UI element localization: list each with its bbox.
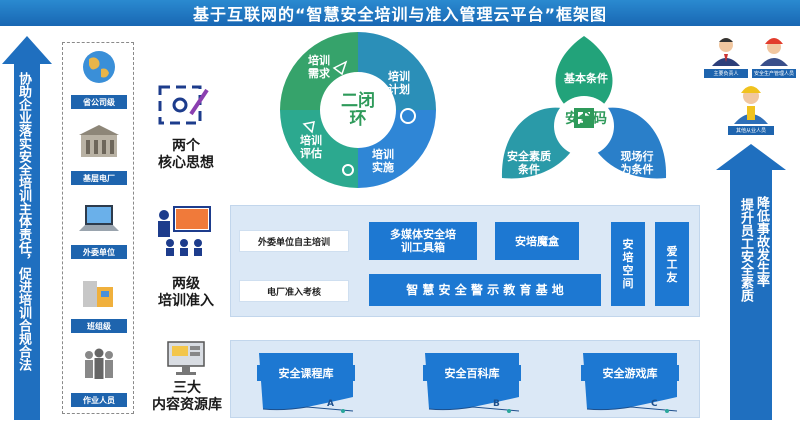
office-icon [83,281,113,307]
self-training-tag: 外委单位自主培训 [239,230,349,252]
monitor-icon [167,341,205,375]
cycle-label-implement: 培训实施 [372,148,394,174]
role-label-manager: 主要负责人 [704,69,748,78]
closed-loop-diagram [280,32,436,188]
resources-label-line1: 三大 [173,380,201,396]
toolbox-label: 多媒体安全培训工具箱 [390,228,456,254]
library-c-shape [583,353,678,413]
core-thought-label: 两个 核心思想 [148,138,224,172]
organization-levels: 省公司级 基层电厂 外委单位 班组级 作业人员 [62,42,134,414]
level-label: 外委单位 [71,245,127,259]
library-letter-c: C [651,399,658,409]
resources-panel: 安全课程库 A 安全百科库 B 安全游戏库 C [230,340,700,418]
left-up-arrow [2,36,52,420]
resources-label-line2: 内容资源库 [152,397,222,413]
core-label-line1: 两个 [172,138,200,154]
globe-icon [83,51,115,83]
right-up-arrow [716,144,786,420]
teacher-icon [158,206,211,256]
magic-box[interactable]: 安培魔盒 [495,222,579,260]
encyclopedia-library[interactable]: 安全百科库 [423,365,521,381]
core-label-line2: 核心思想 [158,155,214,171]
level-label: 省公司级 [71,95,127,109]
cycle-segment-plan [358,32,436,110]
admission-label-line1: 两级 [172,276,200,292]
role-label-worker: 其他从业人员 [728,126,774,135]
title-bar: 基于互联网的“智慧安全培训与准入管理云平台”框架图 [0,0,800,26]
flask-icon [302,121,315,134]
level-label: 作业人员 [71,393,127,407]
lightbulb-icon [342,164,354,176]
safety-code-diagram [501,36,667,179]
worker-icon [734,86,768,124]
people-icon [85,348,113,379]
cycle-segment-evaluate [280,110,358,188]
right-arrow-text-2: 降低事故发生率 [754,196,769,287]
building-icon [79,125,119,157]
safety-manager-icon [760,38,788,66]
warning-education-base[interactable]: 智 慧 安 全 警 示 教 育 基 地 [369,274,601,306]
right-arrow-text-1: 提升员工安全素质 [738,198,753,302]
role-label-safety-manager: 安全生产管理人员 [752,69,796,78]
petal-basic [555,36,613,118]
admission-label-line2: 培训准入 [158,293,214,309]
cycle-segment-demand [280,32,358,110]
library-letter-b: B [493,399,500,409]
left-arrow-text: 协助企业落实安全培训主体责任，促进培训合规合法 [16,72,31,371]
triangle-label-basic: 基本条件 [564,72,608,85]
globe-small-icon [400,108,416,124]
library-b-shape [425,353,520,413]
resources-label: 三大 内容资源库 [140,380,234,414]
admission-label: 两级 培训准入 [148,276,224,310]
worker-friend-label: 爱工友 [666,244,678,284]
triangle-center-label: 安全码 [565,111,607,127]
target-frame-icon [158,85,209,125]
course-library[interactable]: 安全课程库 [257,365,355,381]
level-label: 基层电厂 [71,171,127,185]
laptop-icon [79,205,119,231]
cycle-center-label: 二闭环 [341,91,375,129]
library-a-shape [259,353,354,413]
level-label: 班组级 [71,319,127,333]
cycle-label-demand: 培训需求 [308,54,330,80]
game-library[interactable]: 安全游戏库 [581,365,679,381]
cycle-label-evaluate: 培训评估 [300,134,322,160]
safety-space-box[interactable]: 安培空间 [611,222,645,306]
worker-friend-box[interactable]: 爱工友 [655,222,689,306]
paper-plane-icon [332,60,348,76]
triangle-label-quality: 安全素质条件 [507,150,551,176]
cycle-segment-implement [358,110,436,188]
page-title: 基于互联网的“智慧安全培训与准入管理云平台”框架图 [192,5,608,24]
manager-icon [712,38,740,66]
safety-space-label: 安培空间 [622,238,634,290]
cycle-label-plan: 培训计划 [388,70,410,96]
toolbox-box[interactable]: 多媒体安全培训工具箱 [369,222,477,260]
library-letter-a: A [327,399,334,409]
admission-panel: 外委单位自主培训 电厂准入考核 多媒体安全培训工具箱 安培魔盒 智 慧 安 全 … [230,205,700,317]
triangle-label-field: 现场行为条件 [620,150,654,176]
admission-exam-tag: 电厂准入考核 [239,280,349,302]
